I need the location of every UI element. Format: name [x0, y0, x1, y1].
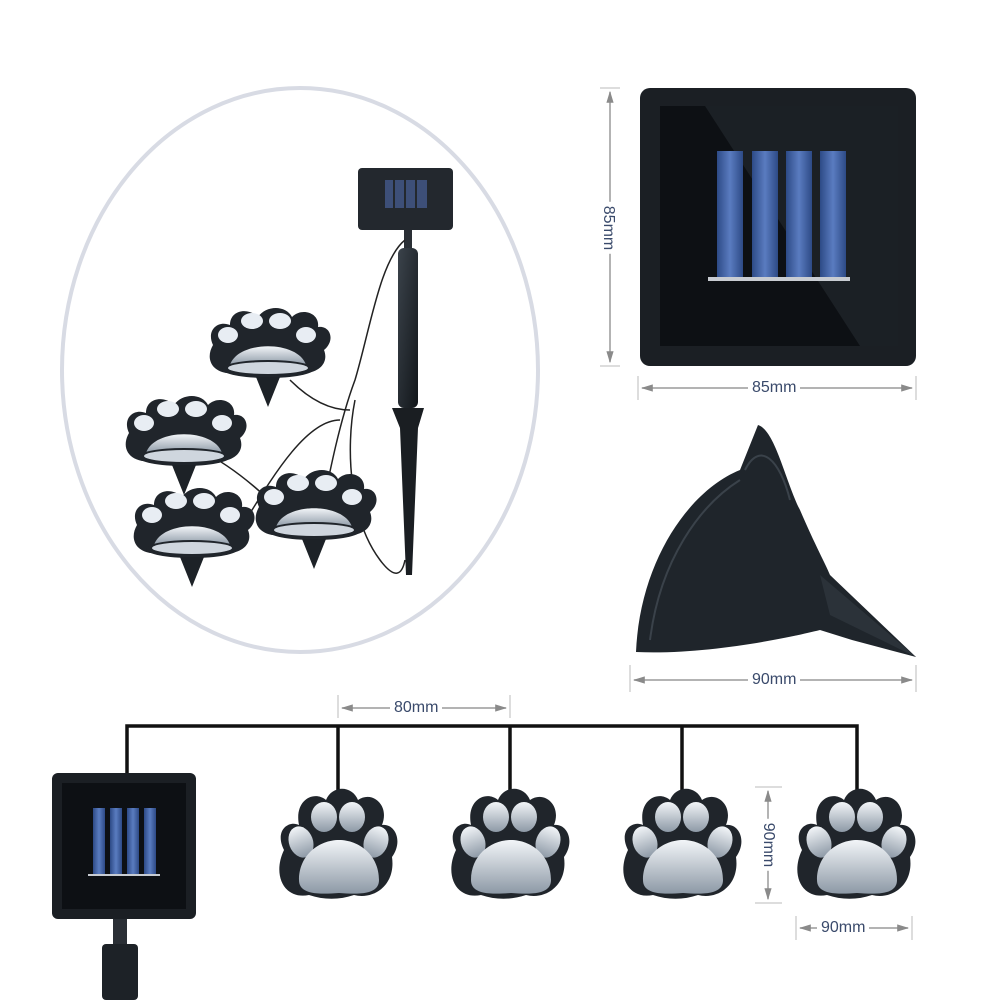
paw-width-label: 90mm	[817, 919, 870, 937]
stake-width-label: 90mm	[748, 671, 801, 689]
overview-illustration	[60, 86, 540, 654]
panel-width-label: 85mm	[748, 379, 801, 397]
ground-stake-detail	[636, 425, 916, 657]
wiring-diagram	[52, 724, 916, 1000]
panel-height-label: 85mm	[599, 201, 618, 255]
solar-panel-detail	[640, 88, 916, 366]
paw-height-label: 90mm	[759, 818, 778, 872]
paw-spacing-label: 80mm	[390, 699, 443, 717]
